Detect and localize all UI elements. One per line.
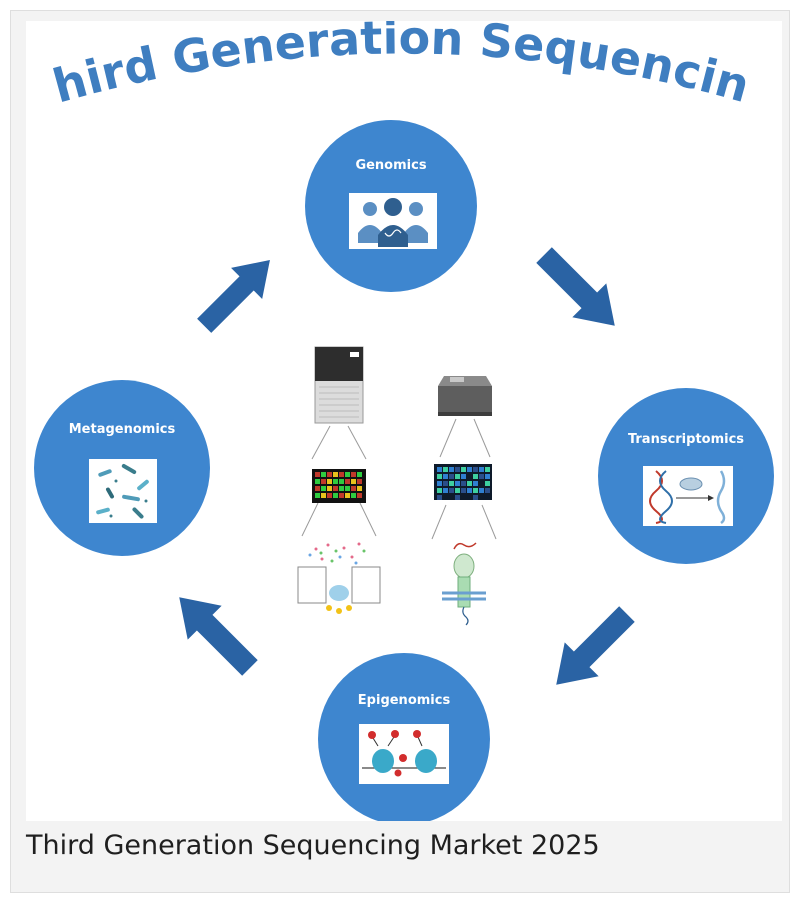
dna-to-rna-icon bbox=[643, 466, 733, 526]
microbes-icon bbox=[89, 459, 157, 523]
blue-green-array-icon bbox=[434, 464, 492, 500]
cycle-arrows bbox=[179, 247, 635, 685]
diagram-figure: Third Generation Sequencing Genomics Tra… bbox=[26, 21, 782, 821]
arrow-to-metagenomics bbox=[179, 597, 258, 676]
tall-sequencer-icon bbox=[314, 346, 364, 424]
metagenomics-label: Metagenomics bbox=[69, 422, 176, 437]
benchtop-sequencer-icon bbox=[438, 376, 492, 416]
smrt-well-icon bbox=[297, 542, 381, 614]
cycle-diagram: Third Generation Sequencing Genomics Tra… bbox=[26, 21, 774, 821]
genomics-label: Genomics bbox=[355, 158, 426, 173]
connector-lines-left bbox=[301, 425, 377, 537]
arrow-to-transcriptomics bbox=[536, 247, 615, 326]
arrow-to-genomics bbox=[197, 260, 270, 333]
red-green-array-icon bbox=[312, 469, 366, 503]
figure-caption: Third Generation Sequencing Market 2025 bbox=[26, 830, 600, 861]
transcriptomics-label: Transcriptomics bbox=[628, 432, 744, 447]
people-group-icon bbox=[349, 193, 437, 249]
diagram-title: Third Generation Sequencing bbox=[26, 21, 755, 113]
arrow-to-epigenomics bbox=[556, 606, 635, 685]
nucleosome-icon bbox=[359, 724, 449, 784]
connector-lines-right bbox=[431, 418, 497, 540]
epigenomics-label: Epigenomics bbox=[358, 693, 451, 708]
nanopore-icon bbox=[442, 542, 486, 626]
